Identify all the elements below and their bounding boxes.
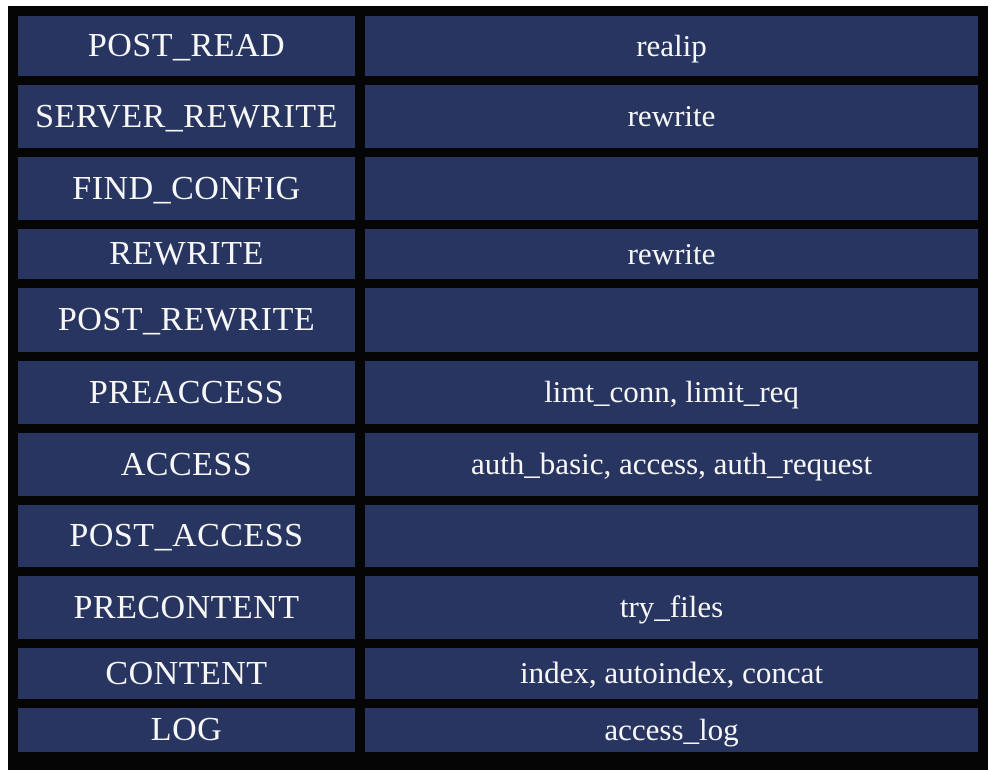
phases-table: POST_READ realip SERVER_REWRITE rewrite … (8, 6, 988, 770)
modules-cell: rewrite (365, 85, 978, 148)
modules-cell (365, 157, 978, 220)
phase-cell: POST_READ (18, 16, 355, 76)
phase-cell: ACCESS (18, 433, 355, 496)
phase-cell: POST_ACCESS (18, 505, 355, 567)
phases-table-grid: POST_READ realip SERVER_REWRITE rewrite … (18, 16, 978, 752)
phase-cell: PRECONTENT (18, 576, 355, 639)
modules-cell: access_log (365, 708, 978, 752)
phase-cell: SERVER_REWRITE (18, 85, 355, 148)
modules-cell: auth_basic, access, auth_request (365, 433, 978, 496)
phase-cell: CONTENT (18, 648, 355, 699)
modules-cell: limt_conn, limit_req (365, 361, 978, 424)
modules-cell (365, 288, 978, 352)
modules-cell: rewrite (365, 229, 978, 279)
phase-cell: LOG (18, 708, 355, 752)
modules-cell (365, 505, 978, 567)
modules-cell: realip (365, 16, 978, 76)
phase-cell: REWRITE (18, 229, 355, 279)
modules-cell: index, autoindex, concat (365, 648, 978, 699)
phase-cell: FIND_CONFIG (18, 157, 355, 220)
modules-cell: try_files (365, 576, 978, 639)
phase-cell: PREACCESS (18, 361, 355, 424)
phase-cell: POST_REWRITE (18, 288, 355, 352)
